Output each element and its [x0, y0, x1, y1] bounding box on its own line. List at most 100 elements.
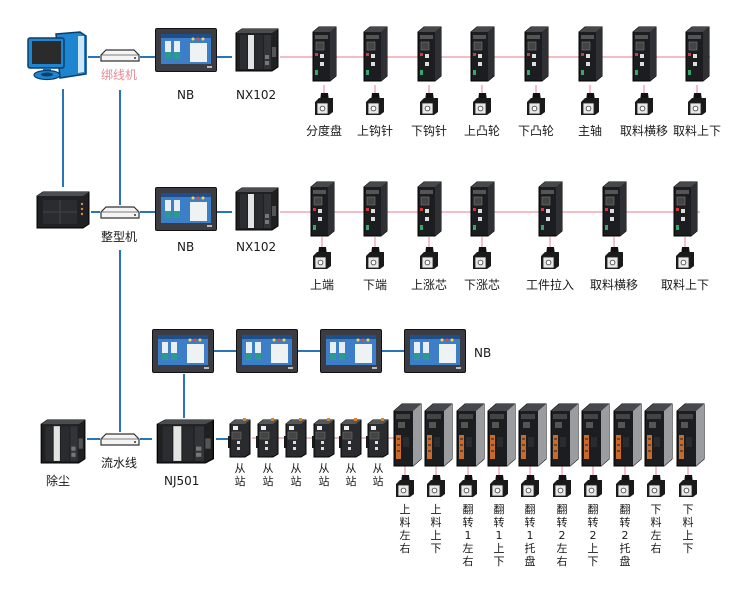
slave-label: 从站 — [262, 462, 274, 488]
remote-io-slave-icon — [311, 418, 337, 462]
axis-label: 下端 — [362, 278, 387, 292]
axis-label: 上涨芯 — [410, 278, 447, 292]
servo-drive-icon — [423, 403, 453, 471]
servo-drive-icon — [311, 26, 337, 86]
servo-motor-icon — [520, 474, 540, 502]
network-switch-icon — [100, 205, 140, 219]
servo-motor-icon — [580, 92, 600, 120]
servo-motor-icon — [675, 246, 695, 274]
servo-motor-icon — [583, 474, 603, 502]
servo-drive-icon — [675, 403, 705, 471]
hmi-touchscreen-icon — [155, 28, 217, 72]
servo-drive-icon — [455, 403, 485, 471]
remote-io-slave-icon — [283, 418, 309, 462]
axis-label: 下料上下 — [682, 503, 694, 555]
servo-drive-icon — [580, 403, 610, 471]
servo-motor-icon — [615, 474, 635, 502]
hmi-touchscreen-icon — [152, 329, 214, 377]
servo-motor-icon — [312, 246, 332, 274]
plc-controller-icon — [37, 418, 87, 464]
axis-label: 翻转1托盘 — [524, 503, 536, 568]
servo-drive-icon — [631, 26, 657, 86]
servo-drive-icon — [684, 26, 710, 86]
axis-label: 取料横移 — [589, 278, 638, 292]
servo-drive-icon — [362, 181, 388, 241]
axis-label: 上料上下 — [430, 503, 442, 555]
axis-label: 下凸轮 — [517, 124, 554, 138]
hmi-label: NB — [177, 88, 195, 102]
computer-icon — [26, 30, 88, 82]
controller-label: NJ501 — [164, 474, 200, 488]
servo-drive-icon — [672, 181, 698, 241]
servo-drive-icon — [469, 26, 495, 86]
servo-drive-icon — [601, 181, 627, 241]
network-switch-icon — [100, 432, 140, 446]
servo-motor-icon — [458, 474, 478, 502]
slave-label: 从站 — [318, 462, 330, 488]
axis-label: 下涨芯 — [463, 278, 500, 292]
axis-label: 翻转1左右 — [462, 503, 474, 568]
servo-drive-icon — [416, 26, 442, 86]
servo-motor-icon — [472, 246, 492, 274]
servo-motor-icon — [540, 246, 560, 274]
servo-drive-icon — [549, 403, 579, 471]
network-switch-icon — [100, 48, 140, 62]
servo-motor-icon — [419, 246, 439, 274]
axis-label: 翻转2托盘 — [619, 503, 631, 568]
servo-motor-icon — [687, 92, 707, 120]
servo-drive-icon — [577, 26, 603, 86]
hmi-label: NB — [177, 240, 195, 254]
servo-motor-icon — [365, 92, 385, 120]
servo-motor-icon — [419, 92, 439, 120]
hmi-touchscreen-icon — [404, 329, 466, 377]
servo-motor-icon — [365, 246, 385, 274]
servo-drive-icon — [486, 403, 516, 471]
switch-label-assembly-line: 流水线 — [101, 456, 138, 470]
axis-label: 分度盘 — [305, 124, 342, 138]
servo-drive-icon — [362, 26, 388, 86]
dust-collector-label: 除尘 — [46, 474, 71, 488]
axis-label: 主轴 — [577, 124, 602, 138]
servo-motor-icon — [552, 474, 572, 502]
plc-controller-icon — [152, 418, 216, 464]
compact-plc-icon — [35, 190, 91, 230]
servo-motor-icon — [472, 92, 492, 120]
controller-label: NX102 — [236, 88, 277, 102]
remote-io-slave-icon — [338, 418, 364, 462]
switch-label-binding-machine: 绑线机 — [101, 68, 138, 82]
plc-controller-icon — [232, 27, 280, 72]
axis-label: 翻转1上下 — [493, 503, 505, 568]
servo-drive-icon — [469, 181, 495, 241]
servo-motor-icon — [526, 92, 546, 120]
servo-drive-icon — [537, 181, 563, 241]
servo-drive-icon — [643, 403, 673, 471]
slave-label: 从站 — [372, 462, 384, 488]
servo-motor-icon — [634, 92, 654, 120]
switch-label-shaping-machine: 整型机 — [101, 230, 138, 244]
controller-label: NX102 — [236, 240, 277, 254]
hmi-touchscreen-icon — [236, 329, 298, 377]
servo-drive-icon — [416, 181, 442, 241]
slave-label: 从站 — [345, 462, 357, 488]
hmi-touchscreen-icon — [320, 329, 382, 377]
axis-label: 下钩针 — [410, 124, 447, 138]
servo-motor-icon — [314, 92, 334, 120]
servo-motor-icon — [395, 474, 415, 502]
servo-motor-icon — [604, 246, 624, 274]
plc-controller-icon — [232, 186, 280, 231]
servo-drive-icon — [517, 403, 547, 471]
axis-label: 翻转2左右 — [556, 503, 568, 568]
servo-motor-icon — [489, 474, 509, 502]
axis-label: 上端 — [309, 278, 334, 292]
hmi-group-label: NB — [474, 346, 492, 360]
remote-io-slave-icon — [255, 418, 281, 462]
slave-label: 从站 — [290, 462, 302, 488]
axis-label: 翻转2上下 — [587, 503, 599, 568]
axis-label: 上钩针 — [356, 124, 393, 138]
axis-label: 取料上下 — [660, 278, 709, 292]
servo-drive-icon — [612, 403, 642, 471]
axis-label: 工件拉入 — [525, 278, 574, 292]
servo-drive-icon — [392, 403, 422, 471]
axis-label: 取料上下 — [672, 124, 721, 138]
